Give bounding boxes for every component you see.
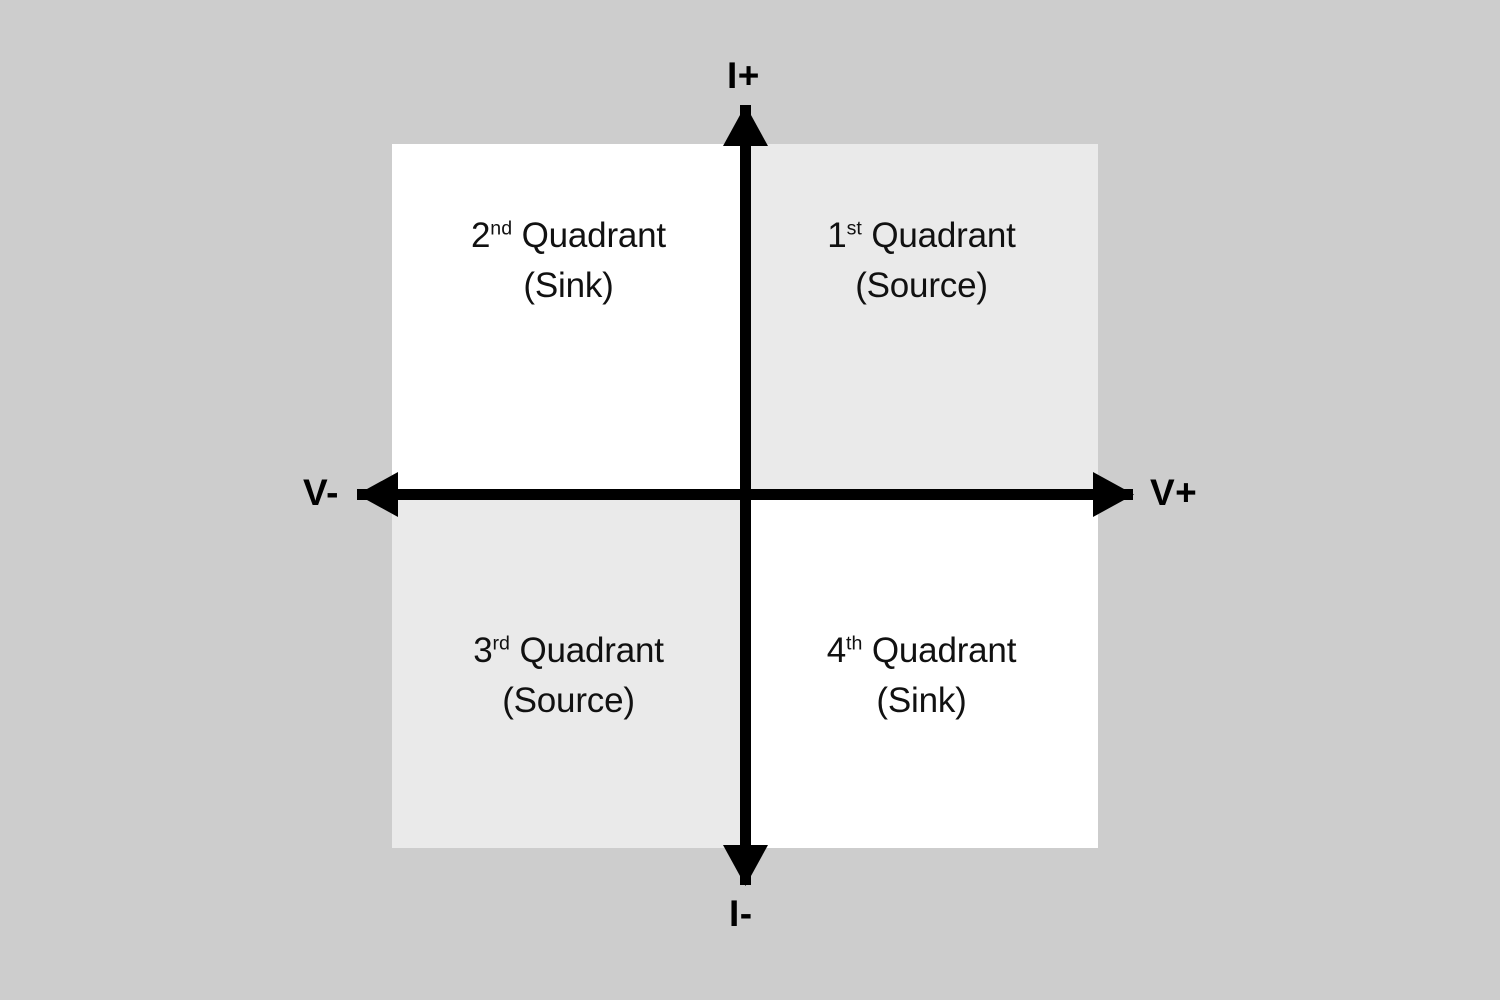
- quadrant-2-noun: Quadrant: [521, 215, 667, 255]
- current-positive-arrowhead-icon: [723, 105, 768, 146]
- quadrant-2-mode: (Sink): [523, 266, 614, 305]
- quadrant-4-mode: (Sink): [876, 681, 967, 720]
- quadrant-4-cell: 4th Quadrant (Sink): [745, 494, 1098, 848]
- quadrant-4-ordinal-suffix: th: [846, 631, 863, 654]
- quadrant-4-title: 4th Quadrant: [826, 626, 1017, 676]
- quadrant-3-noun: Quadrant: [519, 630, 664, 670]
- quadrant-1-noun: Quadrant: [871, 215, 1016, 255]
- axis-label-current-negative: I-: [729, 893, 753, 934]
- axis-label-current-positive: I+: [727, 55, 760, 96]
- quadrant-3-number: 3: [473, 630, 493, 670]
- quadrant-3-cell: 3rd Quadrant (Source): [392, 494, 745, 848]
- quadrant-1-mode: (Source): [855, 266, 988, 305]
- quadrant-1-cell: 1st Quadrant (Source): [745, 144, 1098, 494]
- current-negative-arrowhead-icon: [723, 845, 768, 886]
- quadrant-4-noun: Quadrant: [871, 630, 1017, 670]
- quadrant-3-mode: (Source): [502, 681, 635, 720]
- quadrant-3-ordinal-suffix: rd: [492, 631, 510, 654]
- quadrant-1-ordinal-suffix: st: [846, 216, 862, 239]
- quadrant-2-number: 2: [471, 215, 491, 255]
- quadrant-4-number: 4: [826, 630, 847, 670]
- axis-label-voltage-negative: V-: [303, 472, 339, 513]
- voltage-positive-arrowhead-icon: [1093, 472, 1134, 517]
- axis-label-voltage-positive: V+: [1150, 472, 1198, 513]
- quadrant-1-number: 1: [827, 215, 847, 255]
- quadrant-2-title: 2nd Quadrant: [471, 211, 666, 261]
- quadrant-1-title: 1st Quadrant: [827, 211, 1016, 261]
- quadrant-plot-box: 2nd Quadrant (Sink) 1st Quadrant (Source…: [392, 144, 1098, 848]
- quadrant-2-cell: 2nd Quadrant (Sink): [392, 144, 745, 494]
- quadrant-3-title: 3rd Quadrant: [473, 626, 664, 676]
- quadrant-2-ordinal-suffix: nd: [490, 216, 513, 239]
